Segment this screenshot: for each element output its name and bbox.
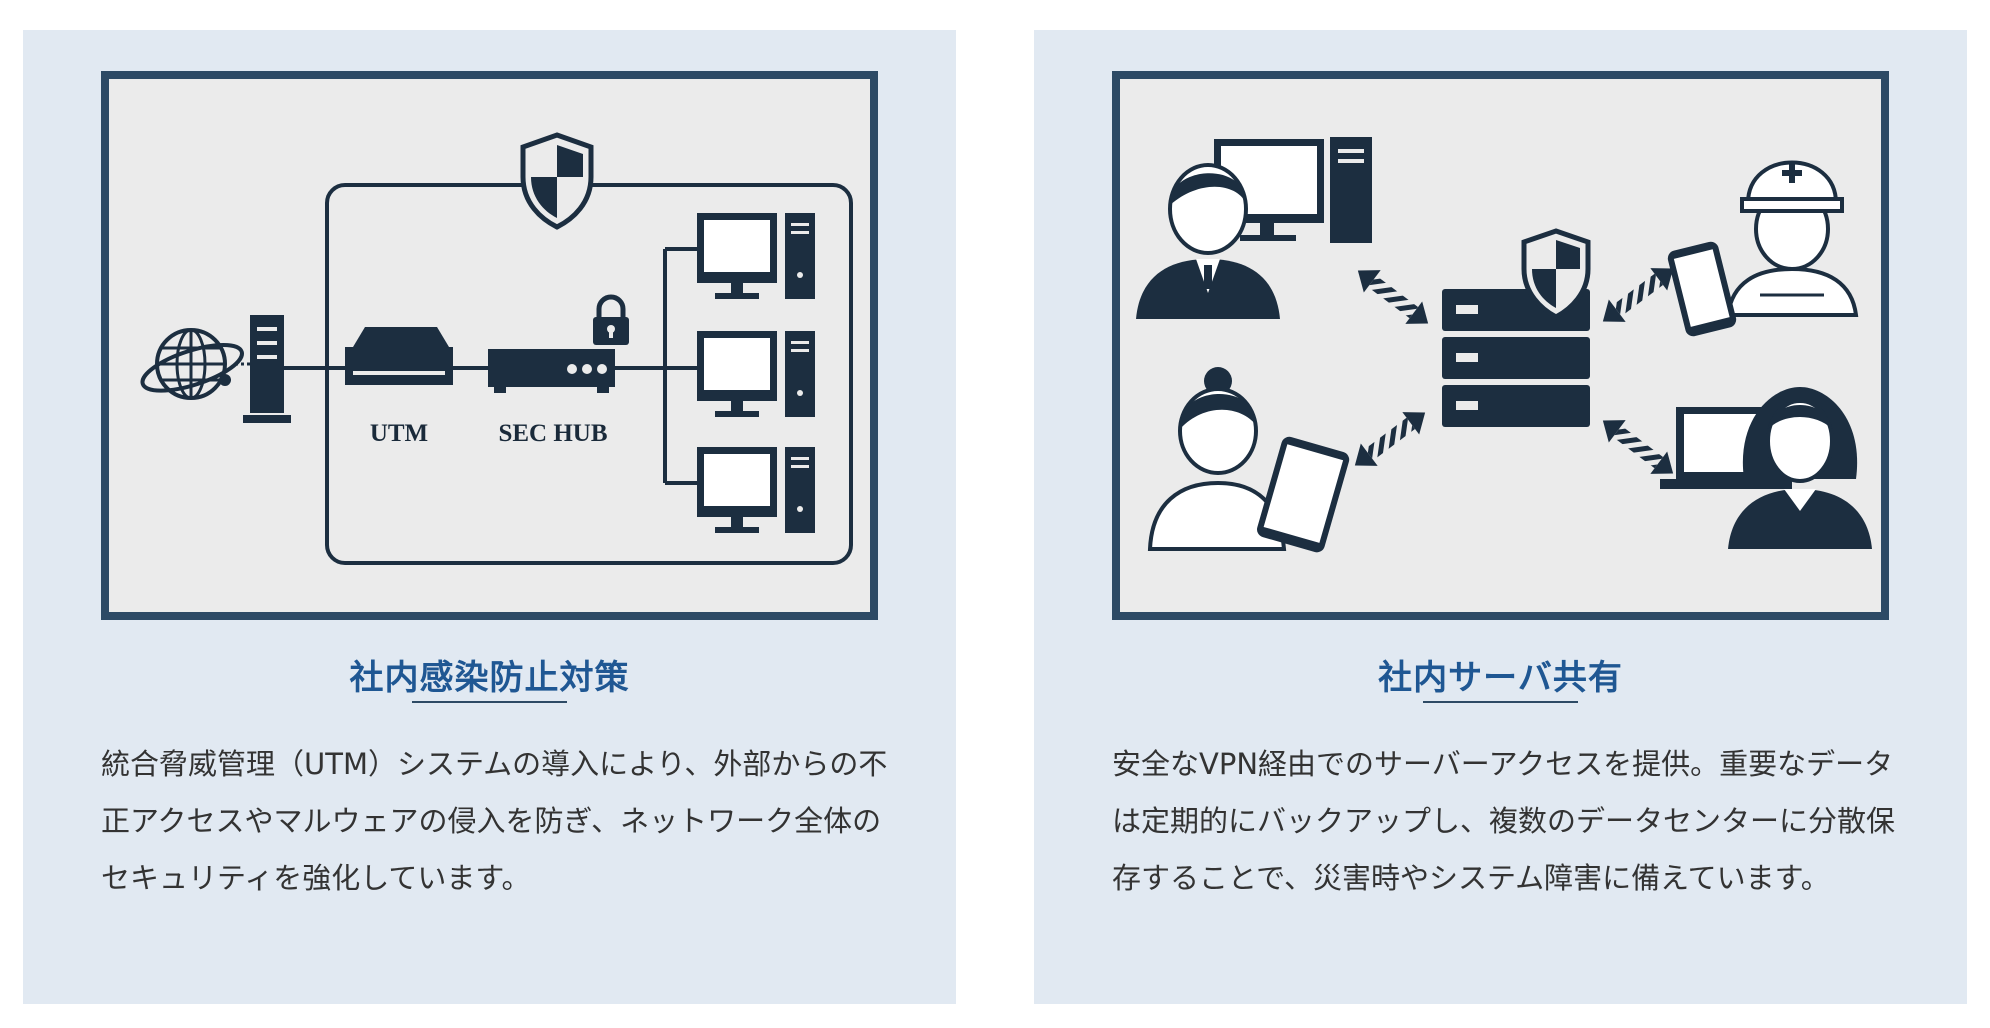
globe-icon bbox=[140, 328, 251, 400]
worker-avatar-icon bbox=[1725, 160, 1859, 317]
card-title: 社内サーバ共有 bbox=[1378, 658, 1623, 698]
double-arrow-icon bbox=[1602, 268, 1674, 322]
server-icon bbox=[1442, 289, 1590, 427]
tablet-icon bbox=[1257, 436, 1350, 553]
shield-icon bbox=[520, 132, 594, 230]
double-arrow-icon bbox=[1357, 270, 1429, 324]
lock-icon bbox=[593, 294, 629, 345]
card-title: 社内感染防止対策 bbox=[349, 658, 630, 698]
sec-hub-icon bbox=[488, 349, 615, 393]
double-arrow-icon bbox=[1354, 412, 1426, 466]
card-infection-prevention: UTM SEC HUB bbox=[23, 30, 956, 1004]
server-sharing-diagram bbox=[1136, 137, 1872, 553]
utm-label: UTM bbox=[370, 420, 428, 447]
shield-icon bbox=[1521, 228, 1591, 320]
modem-icon bbox=[243, 315, 291, 423]
title-divider bbox=[412, 701, 567, 703]
diagram-frame bbox=[1112, 71, 1889, 620]
smartphone-icon bbox=[1667, 241, 1737, 337]
network-security-diagram: UTM SEC HUB bbox=[140, 132, 853, 565]
card-description: 安全なVPN経由でのサーバーアクセスを提供。重要なデータは定期的にバックアップし… bbox=[1112, 747, 1896, 895]
title-divider bbox=[1423, 701, 1578, 703]
sec-hub-label: SEC HUB bbox=[498, 420, 607, 447]
card-server-sharing: 社内サーバ共有 安全なVPN経由でのサーバーアクセスを提供。重要なデータは定期的… bbox=[1034, 30, 1967, 1004]
man-avatar-icon bbox=[1136, 163, 1280, 319]
computer-icon bbox=[697, 331, 815, 417]
computer-icon bbox=[697, 447, 815, 533]
double-arrow-icon bbox=[1602, 420, 1674, 474]
computer-icon bbox=[697, 213, 815, 299]
diagram-frame: UTM SEC HUB bbox=[101, 71, 878, 620]
card-description: 統合脅威管理（UTM）システムの導入により、外部からの不正アクセスやマルウェアの… bbox=[101, 747, 888, 895]
woman-avatar-icon bbox=[1728, 387, 1872, 549]
utm-device-icon bbox=[345, 327, 453, 385]
